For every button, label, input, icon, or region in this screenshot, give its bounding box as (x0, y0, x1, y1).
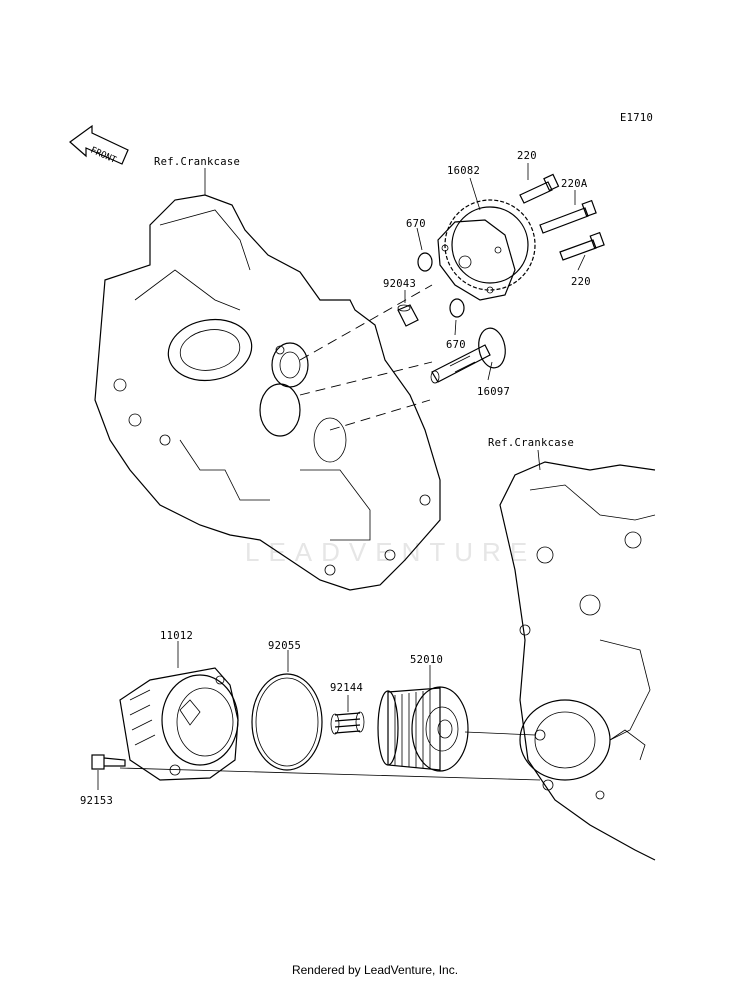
part-52010-label: 52010 (410, 654, 444, 666)
diagram-code: E1710 (620, 112, 654, 124)
bolt-92153 (91, 754, 126, 770)
part-92144-label: 92144 (330, 682, 364, 694)
o-ring-92055 (251, 673, 323, 771)
oil-pump-16082 (437, 199, 536, 301)
part-11012-label: 11012 (160, 630, 194, 642)
crankcase-upper (94, 194, 441, 591)
bolt-220-top (519, 173, 560, 204)
part-220-bottom-label: 220 (571, 276, 591, 288)
part-92153-label: 92153 (80, 795, 114, 807)
part-16097-label: 16097 (477, 386, 511, 398)
collar-92043 (397, 304, 419, 327)
part-670-top-label: 670 (406, 218, 426, 230)
ref-crankcase-upper: Ref.Crankcase (154, 156, 241, 168)
o-ring-670-bottom (449, 298, 465, 318)
o-ring-670-top (417, 252, 433, 272)
crankcase-lower (499, 461, 656, 861)
bolt-220a (539, 199, 597, 234)
front-arrow-icon: FRONT (69, 124, 129, 166)
ref-crankcase-lower: Ref.Crankcase (488, 437, 575, 449)
part-220-top-label: 220 (517, 150, 537, 162)
part-16082-label: 16082 (447, 165, 481, 177)
oil-filter-52010 (377, 686, 469, 772)
part-220a-label: 220A (561, 178, 588, 190)
spring-92144 (330, 711, 365, 735)
filter-cover-11012 (119, 667, 239, 781)
part-670-bottom-label: 670 (446, 339, 466, 351)
oil-strainer-16097 (430, 327, 506, 384)
footer-credit: Rendered by LeadVenture, Inc. (291, 963, 459, 977)
front-arrow-label: FRONT (89, 146, 118, 166)
bolt-220-bottom (559, 231, 605, 261)
part-92043-label: 92043 (383, 278, 417, 290)
part-92055-label: 92055 (268, 640, 302, 652)
